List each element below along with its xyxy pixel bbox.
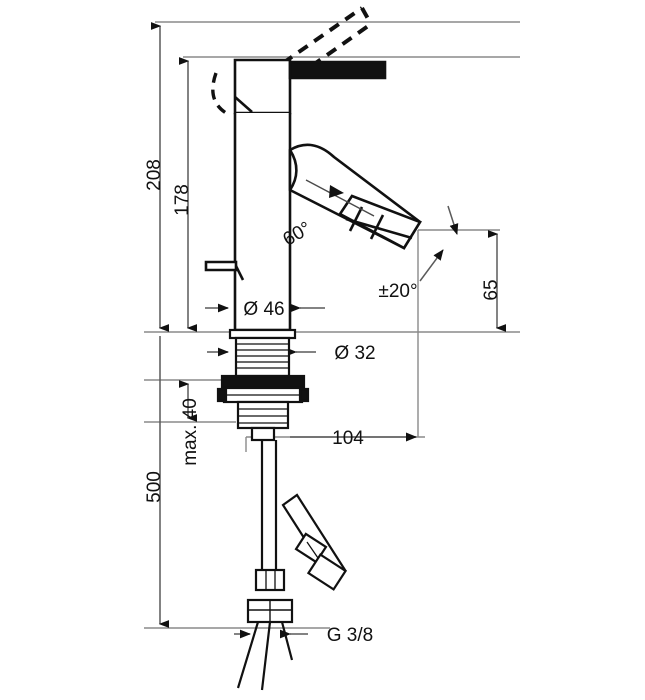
faucet-body <box>233 58 387 332</box>
dimension-lines <box>160 26 497 624</box>
label-g38: G 3/8 <box>327 625 373 646</box>
leader-20deg <box>419 205 459 282</box>
label-65: 65 <box>481 279 502 300</box>
label-dia-46: Ø 46 <box>243 299 284 320</box>
hose-coupling <box>254 568 286 592</box>
label-dia-32: Ø 32 <box>334 343 375 364</box>
extension-lines <box>144 21 520 629</box>
leader-lines <box>205 303 417 639</box>
pop-up-lever <box>204 260 245 281</box>
supply-hoses <box>236 440 348 691</box>
label-20deg: ±20° <box>378 281 417 302</box>
lower-shank <box>236 400 290 430</box>
mounting-assembly <box>216 328 310 442</box>
label-500: 500 <box>144 471 165 503</box>
dimension-labels: 208 178 60° ±20° 65 Ø 46 Ø 32 max. 40 50… <box>144 159 502 646</box>
label-max-40: max. 40 <box>180 398 201 466</box>
label-104: 104 <box>332 428 364 449</box>
label-178: 178 <box>172 184 193 216</box>
body-column <box>233 113 292 332</box>
spout <box>288 143 422 250</box>
label-208: 208 <box>144 159 165 191</box>
lever-arm <box>288 60 387 80</box>
lever-raised-dashed <box>281 6 373 79</box>
lever-swing-arc-dashed <box>211 72 227 115</box>
deck-plate <box>220 374 306 390</box>
